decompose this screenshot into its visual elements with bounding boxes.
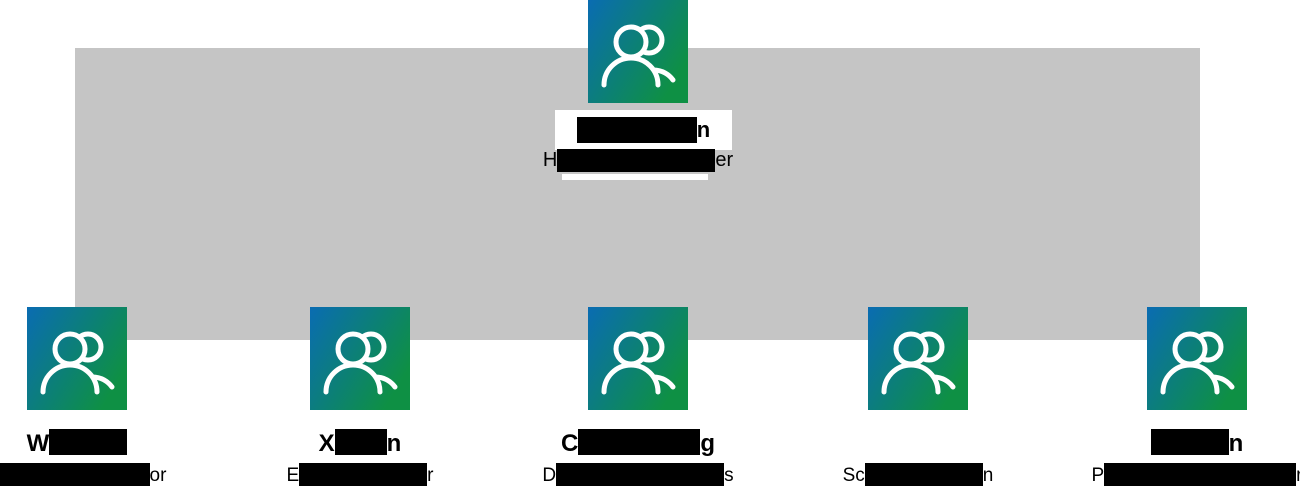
people-icon xyxy=(1147,307,1247,410)
node-name-prefix: W xyxy=(26,430,50,457)
node-title-label: or xyxy=(0,463,217,488)
node-title-prefix: D xyxy=(542,465,557,486)
node-title-suffix: r xyxy=(1296,465,1300,486)
node-title-redaction-bar xyxy=(556,463,725,486)
node-title-redaction-bar xyxy=(299,463,428,486)
node-title-prefix: E xyxy=(286,465,300,486)
node-title-prefix: P xyxy=(1091,465,1105,486)
node-name-redaction-bar xyxy=(1150,429,1229,455)
root-name-redaction-bar xyxy=(576,117,697,143)
node-name-redaction-bar xyxy=(49,429,128,455)
node-name-prefix: X xyxy=(318,430,335,457)
node-title-prefix: Sc xyxy=(842,465,865,486)
root-label-underlay-strip xyxy=(562,174,708,180)
node-title-redaction-bar xyxy=(864,463,983,486)
root-title-redaction-bar xyxy=(557,148,716,172)
root-name-suffix: n xyxy=(696,117,711,142)
people-icon xyxy=(588,0,688,103)
root-title-prefix: H xyxy=(542,148,558,171)
org-node-4[interactable]: Sc n xyxy=(778,307,1058,488)
node-title-label: Sc n xyxy=(778,463,1058,488)
node-title-redaction-bar xyxy=(1104,463,1297,486)
node-name-suffix: g xyxy=(700,430,715,457)
people-icon xyxy=(27,307,127,410)
node-title-suffix: r xyxy=(427,465,434,486)
people-icon xyxy=(310,307,410,410)
node-name-label: n xyxy=(1057,429,1300,457)
people-icon xyxy=(868,307,968,410)
node-title-suffix: s xyxy=(724,465,734,486)
node-name-label: W xyxy=(0,429,217,457)
node-name-redaction-bar xyxy=(334,429,387,455)
node-name-suffix: n xyxy=(1228,430,1244,457)
people-icon xyxy=(588,307,688,410)
org-node-1[interactable]: W or xyxy=(0,307,217,488)
root-person-tile[interactable] xyxy=(588,0,688,103)
node-name-redaction-bar xyxy=(578,429,701,455)
node-title-suffix: n xyxy=(982,465,994,486)
root-name-label: n xyxy=(555,110,732,150)
node-name-label xyxy=(778,429,1058,457)
node-title-suffix: or xyxy=(149,465,167,486)
node-name-suffix: n xyxy=(386,430,402,457)
root-title-suffix: er xyxy=(715,148,734,171)
node-title-redaction-bar xyxy=(0,463,150,486)
node-name-prefix: C xyxy=(560,430,579,457)
